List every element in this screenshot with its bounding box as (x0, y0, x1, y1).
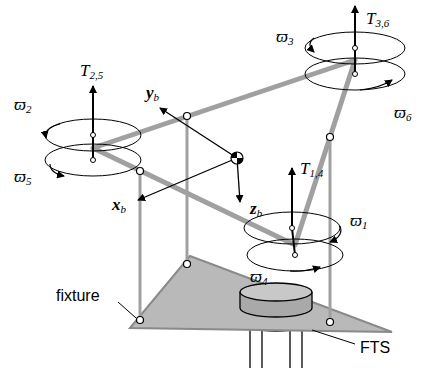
speed-label: ϖ4 (250, 268, 268, 287)
hubs (91, 46, 358, 258)
speed-label: ϖ3 (276, 28, 294, 47)
leader-lines (118, 302, 355, 344)
speed-label: ϖ5 (14, 168, 32, 187)
frame (93, 60, 355, 245)
axis-label: zb (250, 200, 262, 219)
thrust-arrows (93, 6, 355, 226)
speed-label: ϖ6 (394, 104, 412, 123)
speed-label: ϖ1 (350, 212, 368, 231)
thrust-label: T1,4 (300, 160, 323, 179)
body-axes (138, 108, 240, 202)
part-label: FTS (360, 340, 390, 356)
axis-label: yb (146, 84, 159, 103)
center-of-gravity (231, 152, 243, 164)
joints (137, 113, 334, 326)
speed-label: ϖ2 (14, 96, 32, 115)
thrust-label: T3,6 (366, 10, 389, 29)
fts-cylinder (240, 283, 312, 317)
axis-label: xb (112, 196, 126, 215)
spin-arrows (46, 38, 392, 271)
fixture-plate (130, 256, 392, 332)
thrust-label: T2,5 (80, 62, 103, 81)
part-label: fixture (56, 288, 100, 304)
rotors (45, 32, 405, 271)
